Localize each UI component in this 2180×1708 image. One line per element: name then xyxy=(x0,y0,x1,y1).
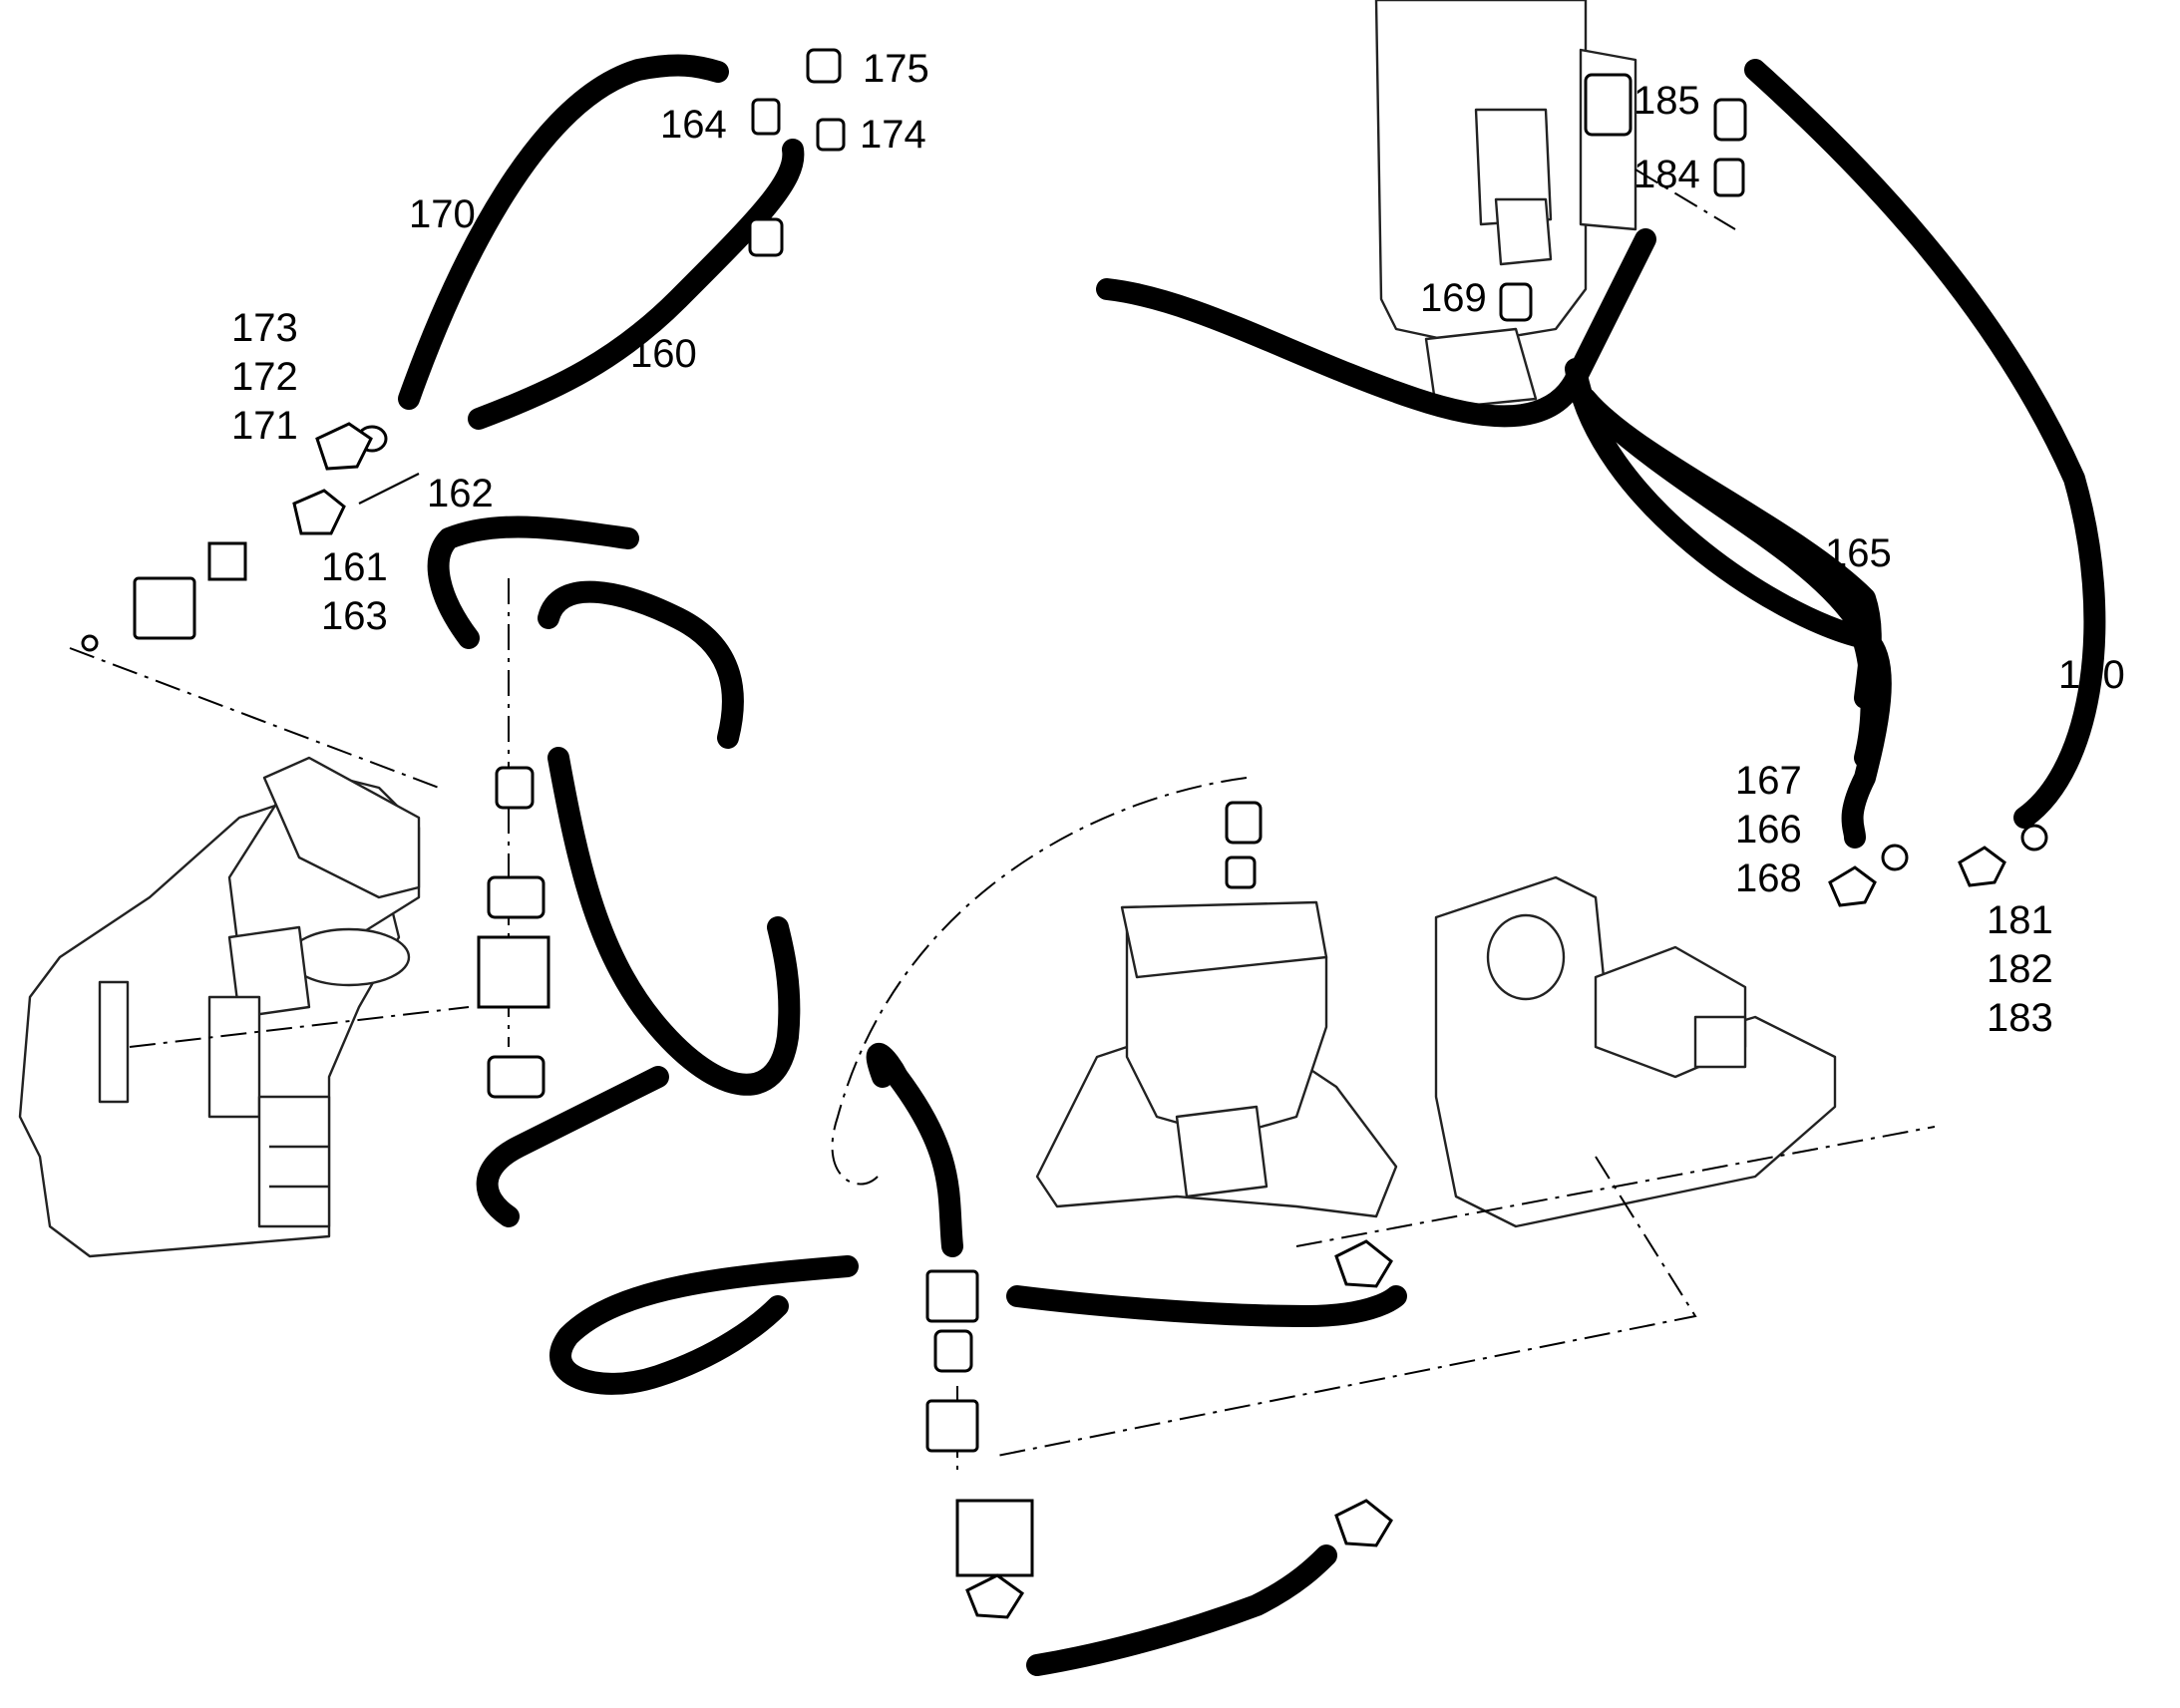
manifold-185 xyxy=(1584,73,1633,137)
adapter-164 xyxy=(751,98,781,136)
lower-right-hose xyxy=(1006,1285,1407,1327)
small-block xyxy=(207,541,247,581)
callout-161: 161 xyxy=(321,545,388,589)
callout-166: 166 xyxy=(1735,808,1802,852)
ring-166 xyxy=(1881,844,1909,871)
hose-165-side xyxy=(1595,408,1883,769)
bolt-162 xyxy=(358,473,420,505)
callout-182: 182 xyxy=(1987,947,2053,991)
ring-182 xyxy=(2020,824,2048,852)
valve-block-bottom xyxy=(955,1499,1034,1577)
split-flange-181 xyxy=(1958,846,2006,887)
callout-164: 164 xyxy=(660,103,727,147)
right-bracket-valve-assembly xyxy=(1434,875,1837,1228)
left-frame-assembly xyxy=(18,756,421,1258)
hose-160 xyxy=(468,139,805,430)
hose-180 xyxy=(1744,59,2106,829)
bottom-hose xyxy=(1026,1544,1337,1676)
adapter-169 xyxy=(1499,282,1533,322)
split-flange-center xyxy=(1334,1239,1393,1288)
callout-173: 173 xyxy=(231,306,298,350)
lower-left-hose xyxy=(476,1066,669,1227)
callout-170: 170 xyxy=(409,192,476,236)
elbow-center xyxy=(1225,801,1263,845)
callout-167: 167 xyxy=(1735,759,1802,803)
part-callouts: 175 164 174 170 173 172 171 160 162 161 … xyxy=(231,47,2125,1040)
callout-171: 171 xyxy=(231,404,298,448)
callout-183: 183 xyxy=(1987,996,2053,1040)
hex-lower xyxy=(925,1399,979,1453)
fittings xyxy=(81,48,2048,1619)
split-flange-bottom xyxy=(965,1573,1025,1619)
callout-172: 172 xyxy=(231,355,298,399)
callout-175: 175 xyxy=(863,47,929,91)
callout-181: 181 xyxy=(1987,898,2053,942)
elbow-175 xyxy=(806,48,842,84)
center-valve-block-assembly xyxy=(1035,900,1398,1218)
callout-174: 174 xyxy=(860,113,926,157)
split-flange-161 xyxy=(292,489,346,535)
callout-168: 168 xyxy=(1735,856,1802,900)
long-vertical-hose xyxy=(547,747,801,1096)
callout-169: 169 xyxy=(1420,276,1487,320)
split-flange-right xyxy=(1334,1499,1393,1547)
hydraulic-hoses xyxy=(398,54,2106,1676)
callout-163: 163 xyxy=(321,594,388,638)
adapter-184 xyxy=(1713,158,1745,197)
valve-block-left xyxy=(477,935,550,1009)
callout-160: 160 xyxy=(630,332,697,376)
adapter-center xyxy=(1225,855,1257,889)
s-curve-hose xyxy=(866,1042,963,1257)
callout-185: 185 xyxy=(1634,79,1700,123)
callout-162: 162 xyxy=(427,472,494,515)
upper-loop-hose xyxy=(427,515,639,649)
split-flange-168 xyxy=(1828,865,1877,907)
cross-tee xyxy=(925,1269,979,1323)
flange-plate xyxy=(133,576,196,640)
nut-upper xyxy=(495,766,535,810)
o-ring xyxy=(81,634,99,652)
upper-u-hose xyxy=(538,580,744,749)
callout-165: 165 xyxy=(1825,531,1892,575)
elbow-184 xyxy=(1713,98,1747,142)
hose-170 xyxy=(398,54,729,410)
nut-lower xyxy=(933,1329,973,1373)
callout-180: 180 xyxy=(2058,653,2125,697)
callout-184: 184 xyxy=(1634,153,1700,196)
split-flange-173 xyxy=(315,422,373,471)
nut-164 xyxy=(748,217,784,257)
lower-loop-hose xyxy=(549,1255,859,1395)
swivel-lower xyxy=(487,1055,545,1099)
swivel-upper xyxy=(487,875,545,919)
adapter-174 xyxy=(816,118,846,152)
hose-165 xyxy=(1096,228,1656,428)
